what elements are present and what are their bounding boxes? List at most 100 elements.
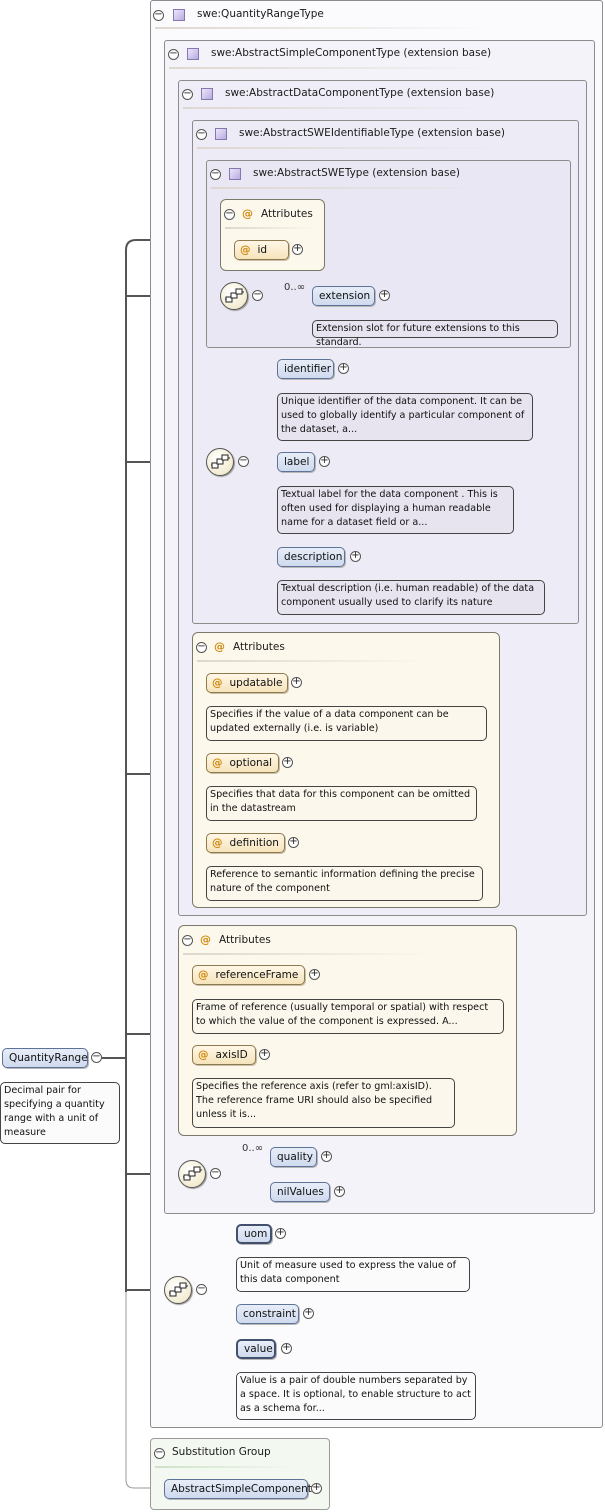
extension-multiplicity: 0..∞	[284, 282, 306, 293]
attributes-title: Attributes	[233, 641, 285, 653]
attributes-title: Attributes	[219, 934, 271, 946]
expand-icon[interactable]: +	[334, 1185, 345, 1197]
divider	[169, 67, 499, 69]
complex-type-icon	[215, 128, 227, 140]
expand-icon[interactable]: +	[338, 362, 349, 374]
attribute-updatable[interactable]: @ updatable	[206, 673, 288, 693]
complex-type-icon	[201, 88, 213, 100]
collapse-icon[interactable]: −	[153, 9, 164, 21]
expand-icon[interactable]: +	[319, 455, 330, 467]
expand-icon[interactable]: +	[259, 1048, 270, 1060]
element-identifier[interactable]: identifier	[277, 359, 334, 379]
attribute-label: updatable	[229, 677, 283, 689]
axis-id-documentation: Specifies the reference axis (refer to g…	[192, 1078, 455, 1128]
label-documentation: Textual label for the data component . T…	[277, 486, 514, 534]
element-label[interactable]: label	[277, 452, 315, 472]
uom-documentation: Unit of measure used to express the valu…	[236, 1257, 470, 1292]
complex-type-icon	[229, 168, 241, 180]
expand-icon[interactable]: +	[275, 1227, 286, 1239]
expand-icon[interactable]: +	[282, 756, 293, 768]
attribute-icon: @	[198, 1049, 209, 1061]
collapse-icon[interactable]: −	[154, 1447, 165, 1459]
element-extension[interactable]: extension	[312, 286, 375, 306]
attribute-axis-id[interactable]: @ axisID	[192, 1045, 256, 1065]
identifier-documentation: Unique identifier of the data component.…	[277, 393, 533, 441]
sequence-compositor-icon[interactable]	[178, 1160, 206, 1188]
sequence-compositor-icon[interactable]	[220, 282, 248, 310]
attribute-definition[interactable]: @definition	[206, 833, 285, 853]
expand-icon[interactable]: +	[350, 550, 361, 562]
attribute-icon: @	[200, 933, 211, 946]
divider	[197, 660, 427, 662]
collapse-icon[interactable]: −	[252, 289, 263, 301]
attribute-label: axisID	[215, 1049, 248, 1061]
value-documentation: Value is a pair of double numbers separa…	[236, 1372, 476, 1420]
element-constraint[interactable]: constraint	[236, 1304, 299, 1324]
expand-icon[interactable]: +	[281, 1342, 292, 1354]
expand-icon[interactable]: +	[292, 243, 303, 255]
expand-icon[interactable]: +	[309, 968, 320, 980]
sequence-glyph	[211, 454, 230, 469]
collapse-icon[interactable]: −	[196, 641, 207, 653]
expand-icon[interactable]: +	[321, 1150, 332, 1162]
element-quality[interactable]: quality	[270, 1147, 317, 1167]
attribute-label: id	[257, 244, 268, 256]
complex-type-icon	[173, 9, 185, 21]
expand-icon[interactable]: +	[288, 836, 299, 848]
attribute-icon: @	[242, 207, 253, 220]
attribute-optional[interactable]: @optional	[206, 753, 279, 773]
sequence-glyph	[183, 1166, 202, 1181]
collapse-icon[interactable]: −	[210, 1167, 221, 1179]
attribute-icon: @	[198, 969, 209, 981]
expand-icon[interactable]: +	[311, 1482, 322, 1494]
attributes-group-swe-type: − @ Attributes	[220, 199, 325, 271]
divider	[225, 227, 315, 229]
attribute-id[interactable]: @ id	[234, 240, 289, 260]
collapse-icon[interactable]: −	[91, 1051, 102, 1063]
substitution-group-title: Substitution Group	[172, 1446, 271, 1458]
collapse-icon[interactable]: −	[196, 1283, 207, 1295]
optional-documentation: Specifies that data for this component c…	[206, 786, 477, 821]
collapse-icon[interactable]: −	[168, 48, 179, 60]
collapse-icon[interactable]: −	[182, 934, 193, 946]
definition-documentation: Reference to semantic information defini…	[206, 866, 483, 901]
element-abstract-simple-component[interactable]: AbstractSimpleComponent	[164, 1479, 312, 1499]
collapse-icon[interactable]: −	[224, 208, 235, 220]
attribute-label: referenceFrame	[215, 969, 299, 981]
attribute-icon: @	[212, 677, 223, 689]
expand-icon[interactable]: +	[379, 289, 390, 301]
collapse-icon[interactable]: −	[182, 88, 193, 100]
divider	[197, 147, 497, 149]
root-documentation: Decimal pair for specifying a quantity r…	[0, 1082, 120, 1144]
expand-icon[interactable]: +	[303, 1307, 314, 1319]
attribute-icon: @	[212, 837, 223, 849]
expand-icon[interactable]: +	[291, 676, 302, 688]
type-title: swe:AbstractSimpleComponentType (extensi…	[211, 47, 492, 59]
attribute-icon: @	[240, 244, 251, 256]
attribute-reference-frame[interactable]: @ referenceFrame	[192, 965, 305, 985]
divider	[155, 1466, 295, 1468]
element-value[interactable]: value	[236, 1339, 276, 1359]
attributes-title: Attributes	[261, 208, 313, 220]
complex-type-icon	[187, 48, 199, 60]
sequence-compositor-icon[interactable]	[164, 1276, 192, 1304]
attribute-icon: @	[212, 757, 223, 769]
reference-frame-documentation: Frame of reference (usually temporal or …	[192, 999, 504, 1034]
type-title: swe:AbstractSWEIdentifiableType (extensi…	[239, 127, 506, 139]
element-nil-values[interactable]: nilValues	[270, 1182, 330, 1202]
divider	[155, 27, 495, 29]
type-title: swe:AbstractDataComponentType (extension…	[225, 87, 495, 99]
collapse-icon[interactable]: −	[238, 455, 249, 467]
sequence-compositor-icon[interactable]	[206, 448, 234, 476]
collapse-icon[interactable]: −	[210, 168, 221, 180]
attribute-icon: @	[214, 640, 225, 653]
sequence-glyph	[225, 288, 244, 303]
sequence-glyph	[169, 1282, 188, 1297]
root-element-quantity-range[interactable]: QuantityRange	[2, 1048, 88, 1068]
updatable-documentation: Specifies if the value of a data compone…	[206, 706, 487, 741]
element-description[interactable]: description	[277, 547, 345, 567]
type-title: swe:QuantityRangeType	[197, 8, 324, 20]
element-uom[interactable]: uom	[236, 1224, 272, 1244]
collapse-icon[interactable]: −	[196, 128, 207, 140]
divider	[211, 187, 491, 189]
